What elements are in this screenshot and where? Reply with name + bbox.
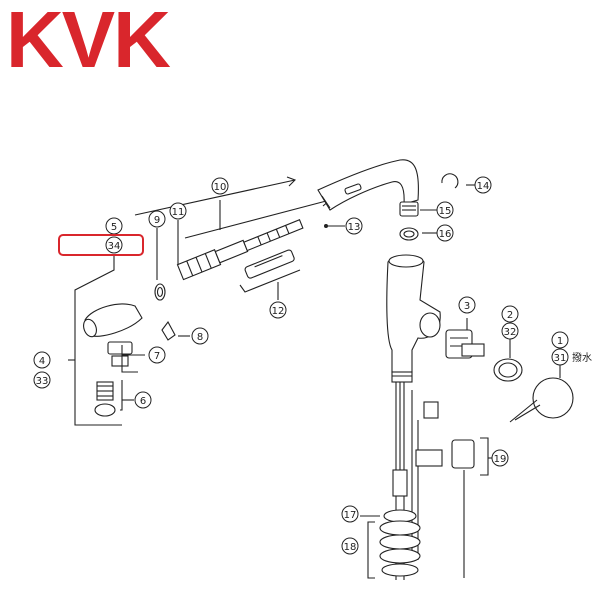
- callout-1: 1: [551, 331, 569, 349]
- valve-19c: [451, 439, 475, 469]
- part-7-piece: [107, 341, 133, 355]
- svg-text:11: 11: [172, 207, 185, 218]
- svg-text:14: 14: [477, 181, 490, 192]
- callout-19: 19: [491, 449, 509, 467]
- hose-coupling-assembly: [176, 219, 304, 281]
- washer-18a: [379, 520, 421, 536]
- svg-text:3: 3: [464, 301, 470, 312]
- callout-13: 13: [345, 217, 363, 235]
- svg-text:33: 33: [36, 376, 49, 387]
- aerator-15: [399, 201, 419, 217]
- highlight-box-part-34: [58, 234, 144, 256]
- valve-19a: [423, 401, 439, 419]
- lever-1: [514, 404, 541, 421]
- nozzle-6: [94, 403, 116, 417]
- direction-arrow-lower: [184, 199, 331, 239]
- svg-text:13: 13: [348, 222, 361, 233]
- callout-11: 11: [169, 202, 187, 220]
- svg-text:8: 8: [197, 332, 203, 343]
- callout-18: 18: [341, 537, 359, 555]
- svg-text:5: 5: [111, 222, 117, 233]
- callout-34: 34: [105, 236, 123, 254]
- svg-text:19: 19: [494, 454, 507, 465]
- callout-5: 5: [105, 217, 123, 235]
- shower-head: [84, 303, 143, 337]
- svg-text:17: 17: [344, 510, 357, 521]
- handle-31: [532, 377, 574, 419]
- callout-8: 8: [191, 327, 209, 345]
- brand-logo: KVK: [6, 0, 171, 84]
- svg-text:9: 9: [154, 215, 160, 226]
- callout-6: 6: [134, 391, 152, 409]
- note-part-31: 撥水: [572, 351, 592, 364]
- callout-32: 32: [501, 322, 519, 340]
- svg-text:18: 18: [344, 542, 357, 553]
- svg-text:2: 2: [507, 310, 513, 321]
- svg-text:15: 15: [439, 206, 452, 217]
- c-clip-14: [441, 173, 459, 189]
- clip-8: [161, 320, 176, 341]
- svg-text:31: 31: [554, 353, 567, 364]
- washer-9: [154, 283, 166, 301]
- callout-12: 12: [269, 301, 287, 319]
- callout-10: 10: [211, 177, 229, 195]
- svg-text:7: 7: [154, 351, 160, 362]
- callout-4: 4: [33, 351, 51, 369]
- callout-2: 2: [501, 305, 519, 323]
- callout-7: 7: [148, 346, 166, 364]
- callout-17: 17: [341, 505, 359, 523]
- callout-14: 14: [474, 176, 492, 194]
- callout-15: 15: [436, 201, 454, 219]
- ring-16: [399, 227, 419, 241]
- svg-text:1: 1: [557, 336, 563, 347]
- svg-text:4: 4: [39, 356, 45, 367]
- callout-3: 3: [458, 296, 476, 314]
- nut-17: [383, 509, 417, 523]
- ring-32: [493, 358, 523, 382]
- callout-33: 33: [33, 371, 51, 389]
- hose-clip: [244, 249, 295, 279]
- bracket-4: [74, 254, 122, 426]
- svg-text:6: 6: [140, 396, 146, 407]
- valve-19b: [415, 449, 443, 467]
- callout-16: 16: [436, 224, 454, 242]
- svg-text:32: 32: [504, 327, 517, 338]
- callout-31: 31: [551, 348, 569, 366]
- direction-arrow-upper: [134, 179, 296, 216]
- svg-text:34: 34: [108, 241, 121, 252]
- svg-text:16: 16: [439, 229, 452, 240]
- callout-9: 9: [148, 210, 166, 228]
- svg-text:12: 12: [272, 306, 285, 317]
- svg-text:10: 10: [214, 182, 227, 193]
